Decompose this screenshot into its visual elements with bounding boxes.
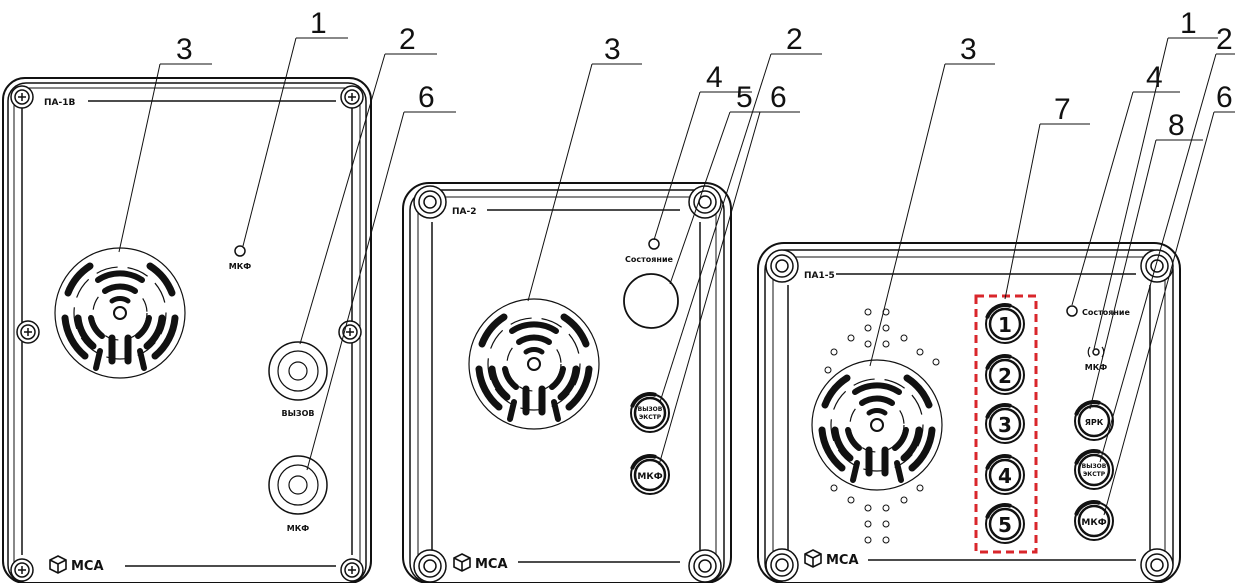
model-label: ПА-2 <box>452 207 477 217</box>
mic-button-label: МКФ <box>287 524 310 533</box>
brightness-button-label: ЯРК <box>1085 418 1104 427</box>
callout-number: 8 <box>1168 109 1185 142</box>
callout-number: 6 <box>1216 81 1233 114</box>
number-button-label: 4 <box>998 464 1012 488</box>
emergency-label-line2: ЭКСТР <box>1083 471 1106 478</box>
callout-number: 4 <box>1146 61 1163 94</box>
mic-label: МКФ <box>1085 363 1108 372</box>
callout-number: 3 <box>176 33 193 66</box>
screw-icon <box>1140 548 1174 582</box>
call-button-label: ВЫЗОВ <box>282 409 315 418</box>
number-button-label: 1 <box>998 313 1012 337</box>
microphone-hole-icon <box>234 245 246 257</box>
speaker-holes <box>824 308 940 544</box>
callout-number: 2 <box>786 23 803 56</box>
brand-label: МСА <box>475 557 508 572</box>
screw-icon <box>765 548 799 582</box>
screw-icon <box>10 558 34 582</box>
display-window <box>623 273 679 329</box>
screw-icon <box>16 320 40 344</box>
mic-button[interactable] <box>268 455 328 515</box>
call-button[interactable] <box>268 341 328 401</box>
number-button-label: 2 <box>998 364 1012 388</box>
status-led-icon <box>648 238 660 250</box>
screw-icon <box>340 558 364 582</box>
brand-label: МСА <box>826 553 859 568</box>
callout-number: 6 <box>770 81 787 114</box>
callout-number: 1 <box>310 7 327 40</box>
callout-leaders <box>118 37 1235 516</box>
mic-button-label: МКФ <box>1081 518 1106 528</box>
screw-icon <box>340 85 364 109</box>
emergency-call-button[interactable] <box>1073 449 1115 491</box>
callout-number: 4 <box>706 61 723 94</box>
emergency-label-line1: ВЫЗОВ <box>638 406 663 413</box>
callout-number: 2 <box>399 23 416 56</box>
emergency-call-button[interactable] <box>629 392 671 434</box>
callout-number: 6 <box>418 81 435 114</box>
model-label: ПА-1В <box>44 98 75 108</box>
mic-button-label: МКФ <box>637 472 662 482</box>
screw-icon <box>413 549 447 583</box>
emergency-label-line1: ВЫЗОВ <box>1082 463 1107 470</box>
callout-number: 5 <box>736 81 753 114</box>
emergency-label-line2: ЭКСТР <box>639 414 662 421</box>
screw-icon <box>688 549 722 583</box>
panel-pa1-5: ПА1-5 1 2 3 4 5 Состояние <box>757 242 1181 583</box>
screw-icon <box>10 85 34 109</box>
status-led-icon <box>1066 305 1078 317</box>
number-button-label: 5 <box>998 513 1012 537</box>
brand-label: МСА <box>71 559 104 574</box>
mic-label: МКФ <box>229 262 252 271</box>
screw-icon <box>688 185 722 219</box>
callout-number: 3 <box>604 33 621 66</box>
callout-number: 7 <box>1054 93 1071 126</box>
number-button-label: 3 <box>998 413 1012 437</box>
screw-icon <box>413 185 447 219</box>
panel-pa-1v: ПА-1В МКФ ВЫЗОВ МКФ МСА <box>2 77 372 583</box>
status-label: Состояние <box>1082 308 1131 317</box>
callout-number: 1 <box>1180 7 1197 40</box>
panel-pa-2: ПА-2 Состояние ВЫЗОВ ЭКСТР МКФ МСА <box>402 182 732 583</box>
callout-number: 2 <box>1216 23 1233 56</box>
model-label: ПА1-5 <box>804 271 835 281</box>
callout-number: 3 <box>960 33 977 66</box>
screw-icon <box>1140 249 1174 283</box>
status-label: Состояние <box>625 255 674 264</box>
screw-icon <box>765 249 799 283</box>
